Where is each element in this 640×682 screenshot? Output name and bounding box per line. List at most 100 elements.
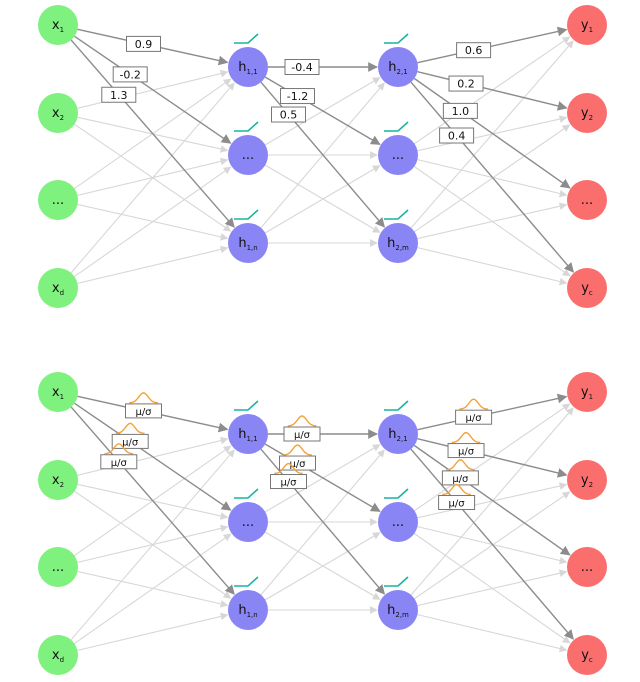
- node-symbol: x: [52, 106, 60, 121]
- gaussian-icon: [459, 398, 488, 410]
- node-symbol: h: [388, 427, 396, 442]
- gaussian-icon: [283, 444, 312, 456]
- distribution-label: μ/σ: [466, 413, 483, 424]
- gaussian-icon: [129, 392, 158, 404]
- hidden-node-h1n: h1,n: [228, 590, 268, 630]
- connection: [264, 165, 381, 234]
- relu-activation-icon: [384, 121, 409, 132]
- highlighted-connection: [70, 406, 235, 595]
- node-label: ...: [52, 560, 64, 575]
- node-subscript: 2,m: [395, 611, 409, 619]
- node-circle: [38, 372, 78, 412]
- input-node-xd: xd: [38, 268, 78, 308]
- node-subscript: 2,m: [395, 244, 409, 252]
- node-label: x2: [52, 473, 64, 489]
- node-label: h2,m: [387, 236, 409, 252]
- connection: [74, 166, 232, 277]
- node-subscript: d: [60, 656, 64, 664]
- node-circle: [378, 223, 418, 263]
- node-circle: [567, 5, 607, 45]
- node-label: h1,1: [238, 60, 257, 76]
- node-symbol: x: [52, 385, 60, 400]
- node-symbol: h: [388, 60, 396, 75]
- input-node-x1: x1: [38, 5, 78, 45]
- weight-value: -1.2: [287, 90, 308, 103]
- node-circle: [378, 590, 418, 630]
- node-subscript: 1,1: [247, 435, 258, 443]
- node-circle: [38, 180, 78, 220]
- node-label: ...: [242, 148, 254, 163]
- node-subscript: 2,1: [397, 68, 408, 76]
- node-circle: [378, 414, 418, 454]
- weight-box: [456, 42, 492, 59]
- connection: [417, 202, 568, 240]
- node-label: h2,1: [388, 60, 407, 76]
- node-circle: [228, 223, 268, 263]
- gaussian-icon: [446, 459, 475, 471]
- weight-value: 0.2: [457, 78, 475, 91]
- weight-value: 0.4: [448, 130, 466, 143]
- node-subscript: 2: [60, 114, 64, 122]
- node-symbol: h: [238, 236, 246, 251]
- distribution-label: μ/σ: [449, 499, 466, 510]
- node-circle: [228, 590, 268, 630]
- relu-activation-icon: [234, 400, 259, 411]
- distribution-label: μ/σ: [289, 459, 306, 470]
- highlighted-connection: [70, 39, 235, 228]
- node-circle: [567, 372, 607, 412]
- node-label: ...: [581, 560, 593, 575]
- edges: [70, 26, 574, 286]
- node-subscript: 1,n: [247, 611, 258, 619]
- gaussian-icon: [104, 443, 134, 455]
- output-node-y2: y2: [567, 93, 607, 133]
- node-label: ...: [52, 193, 64, 208]
- distribution-box: [279, 455, 316, 471]
- connection: [74, 533, 232, 644]
- output-node-yc: yc: [567, 268, 607, 308]
- weight-box: [439, 127, 475, 144]
- node-symbol: h: [238, 603, 246, 618]
- relu-activation-icon: [234, 33, 259, 44]
- ellipsis-node: ...: [378, 135, 418, 175]
- relu-activation-icon: [234, 576, 259, 587]
- node-circle: [378, 47, 418, 87]
- relu-activation-icon: [384, 576, 409, 587]
- highlighted-connection: [260, 81, 386, 228]
- node-label: x2: [52, 106, 64, 122]
- distribution-box: [441, 470, 479, 486]
- node-label: xd: [52, 281, 64, 297]
- ellipsis-node: ...: [228, 135, 268, 175]
- node-circle: [228, 502, 268, 542]
- node-subscript: 1: [60, 393, 64, 401]
- distribution-box: [283, 426, 321, 442]
- relu-activation-icon: [384, 209, 409, 220]
- weight-box: [442, 102, 478, 119]
- weight-box: [271, 106, 306, 123]
- output-node-yc: yc: [567, 635, 607, 675]
- weight-value: 1.0: [452, 105, 470, 118]
- node-subscript: 1: [60, 26, 64, 34]
- node-symbol: x: [52, 18, 60, 33]
- node-label: h1,n: [238, 236, 257, 252]
- highlighted-connection: [417, 71, 568, 111]
- ellipsis-node: ...: [38, 547, 78, 587]
- input-node-x2: x2: [38, 460, 78, 500]
- connection: [410, 407, 574, 596]
- node-circle: [567, 180, 607, 220]
- edges: [70, 393, 574, 653]
- node-circle: [228, 135, 268, 175]
- bayesian-network-panel: μ/σμ/σμ/σμ/σμ/σμ/σμ/σμ/σμ/σμ/σx1x2...xdh…: [38, 372, 607, 675]
- ellipsis-node: ...: [378, 502, 418, 542]
- weight-box: [280, 88, 315, 105]
- distribution-label: μ/σ: [280, 478, 297, 489]
- relu-activation-icon: [234, 488, 259, 499]
- weight-value: 0.6: [465, 44, 483, 57]
- gaussian-icon: [451, 431, 481, 444]
- highlighted-connection: [417, 26, 568, 64]
- weight-value: 1.3: [110, 89, 128, 102]
- node-circle: [567, 547, 607, 587]
- highlighted-connection: [413, 444, 571, 556]
- node-circle: [567, 93, 607, 133]
- input-node-x1: x1: [38, 372, 78, 412]
